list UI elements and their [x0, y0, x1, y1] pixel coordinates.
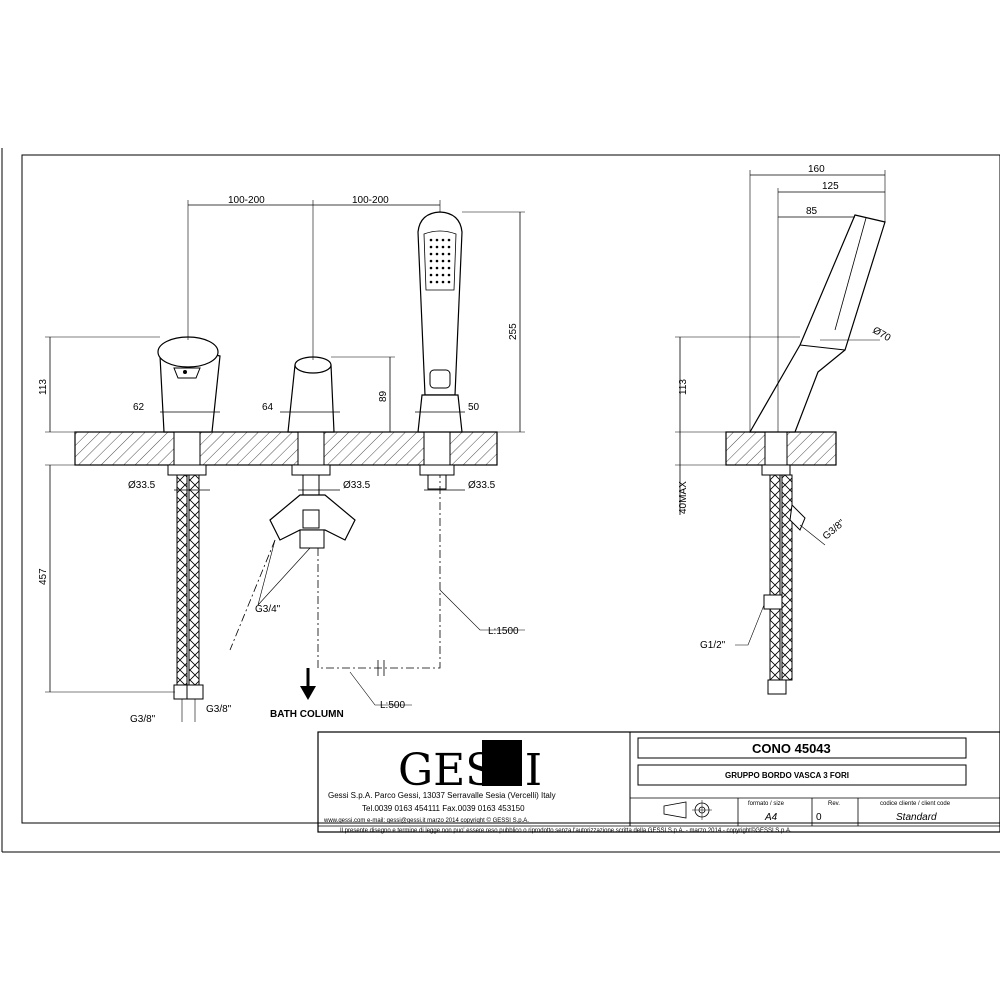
dim-255: 255 [508, 323, 519, 340]
dim-50: 50 [468, 402, 480, 413]
dim-side-113: 113 [678, 379, 689, 395]
dim-side-dia70: Ø70 [871, 325, 893, 344]
gessi-logo-block [482, 740, 522, 786]
dim-side-160: 160 [808, 164, 825, 175]
bath-column-label: BATH COLUMN [270, 709, 344, 720]
dim-g34: G3/4" [255, 604, 281, 615]
deck-hole-left [173, 431, 201, 466]
side-hand-shower-edge [799, 344, 846, 351]
hand-shower [417, 211, 463, 396]
address-line-2: Tel.0039 0163 454111 Fax.0039 0163 45315… [362, 804, 525, 813]
left-hose-fitting-b [186, 684, 204, 700]
format-label: formato / size [748, 801, 785, 807]
title-block: GESSI Gessi S.p.A. Parco Gessi, 13037 Se… [317, 731, 1000, 834]
format-value: A4 [764, 812, 778, 823]
dim-side-g12: G1/2" [700, 640, 726, 651]
front-view: 100-200 100-200 255 113 89 62 64 50 Ø33.… [38, 195, 525, 725]
deck-hole-middle [297, 431, 325, 466]
side-hose-a [769, 474, 781, 681]
middle-nut [291, 464, 331, 476]
dim-dia-right: Ø33.5 [468, 480, 496, 491]
dim-457: 457 [38, 568, 49, 585]
right-stem [427, 474, 447, 490]
dim-dia-mid: Ø33.5 [343, 480, 371, 491]
g34-leader-a [257, 539, 276, 606]
rev-label: Rev. [828, 801, 840, 807]
dim-l500: L:500 [380, 700, 405, 711]
bath-column-arrow-head [300, 686, 316, 700]
left-mixer-lever [173, 367, 201, 379]
spout-body [287, 364, 335, 433]
title-block-frame [317, 731, 1000, 833]
address-line-1: Gessi S.p.A. Parco Gessi, 13037 Serraval… [328, 791, 556, 800]
diverter-center [302, 509, 320, 529]
projection-symbol [663, 800, 712, 820]
side-hose-b [781, 474, 793, 681]
dim-64: 64 [262, 402, 274, 413]
left-mixer-hole [183, 370, 187, 374]
side-nut [761, 464, 791, 476]
dim-l1500: L:1500 [488, 626, 519, 637]
phantom-hose-middle [317, 475, 441, 669]
client-code-label: codice cliente / client code [880, 801, 951, 807]
hand-shower-nozzles [429, 238, 451, 284]
side-hand-shower [748, 214, 886, 433]
drawing-frame [21, 154, 1000, 824]
right-nut [419, 464, 455, 476]
rev-value: 0 [816, 812, 822, 823]
deck-hole-right [423, 431, 451, 466]
diverter-stem [302, 474, 320, 496]
side-g38-leader [799, 524, 826, 546]
dim-spacing-left: 100-200 [228, 195, 265, 206]
product-name: CONO 45043 [752, 741, 831, 756]
left-nut [167, 464, 207, 476]
diverter-outlet [299, 529, 325, 549]
address-line-3: www.gessi.com e-mail: gessi@gessi.it mar… [323, 817, 529, 824]
side-fitting-bottom [767, 679, 787, 695]
product-desc: GRUPPO BORDO VASCA 3 FORI [725, 771, 849, 780]
side-g12-leader [735, 604, 765, 646]
dim-g38-left: G3/8" [130, 714, 156, 725]
dim-side-g38: G3/8" [821, 517, 848, 542]
dim-113: 113 [38, 379, 49, 395]
product-name-box [637, 737, 967, 759]
side-hand-shower-seam [834, 217, 867, 331]
l500-leader [349, 671, 412, 706]
dim-side-85: 85 [806, 206, 818, 217]
product-desc-box [637, 764, 967, 786]
dim-dia-left: Ø33.5 [128, 480, 156, 491]
l1500-leader [439, 589, 525, 631]
hand-shower-holder [417, 394, 463, 433]
dim-side-40max: 40MAX [678, 481, 689, 514]
side-view: 160 125 85 Ø70 113 40MAX G3/8" G1/2" [675, 164, 893, 695]
disclaimer: Il presente disegno e termine di legge n… [340, 827, 792, 834]
dim-side-125: 125 [822, 181, 839, 192]
dim-g38-right: G3/8" [206, 704, 232, 715]
g34-leader-b [257, 547, 311, 606]
client-code-value: Standard [896, 812, 937, 823]
left-mixer-cup [157, 336, 219, 368]
hand-shower-head [423, 230, 457, 291]
left-hose-b [188, 474, 200, 686]
dim-62: 62 [133, 402, 145, 413]
phantom-hose-left [229, 539, 276, 651]
dim-89: 89 [378, 390, 389, 402]
hand-shower-grip [429, 369, 451, 389]
side-deck-hole [764, 431, 788, 466]
left-hose-a [176, 474, 188, 686]
dim-spacing-right: 100-200 [352, 195, 389, 206]
side-fitting-g12 [763, 594, 783, 610]
side-diverter-port [789, 503, 806, 531]
